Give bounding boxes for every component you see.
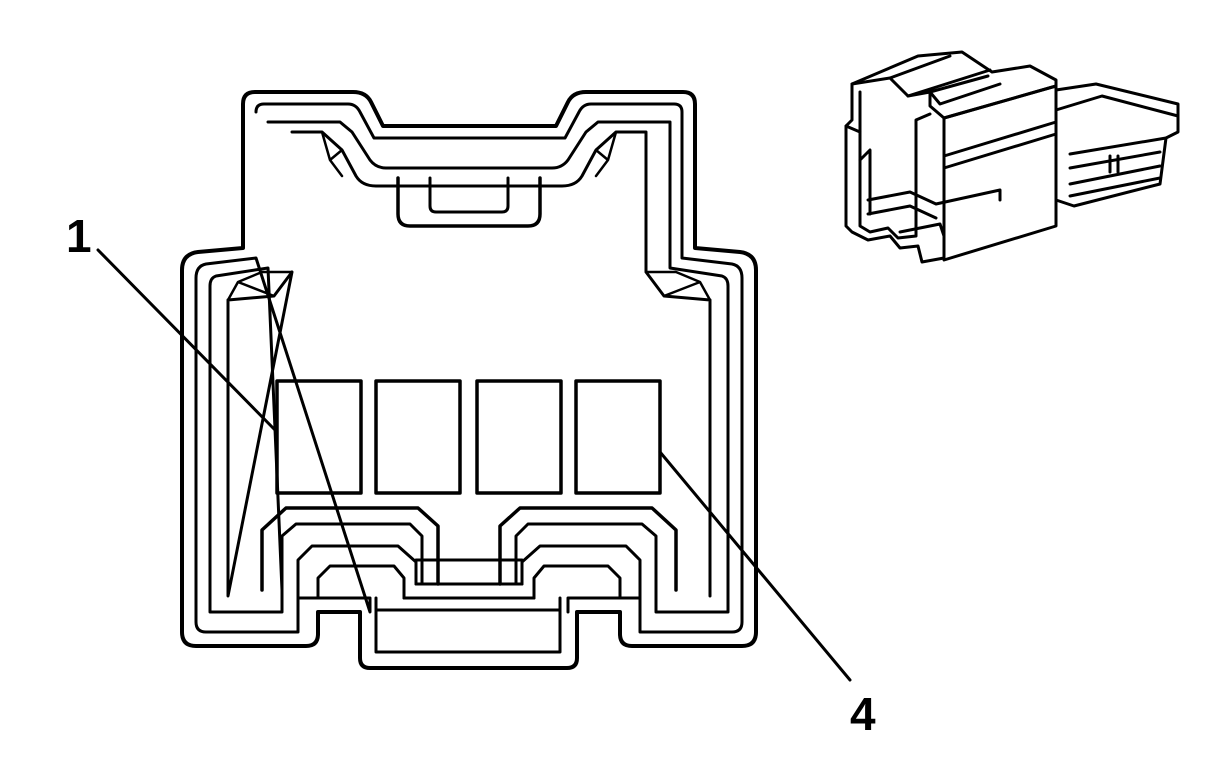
terminal-cavity-3 xyxy=(475,379,563,495)
leader-line-pin-1 xyxy=(96,248,279,434)
terminal-cavity-2 xyxy=(374,379,462,495)
upper-corner-details xyxy=(226,130,712,302)
iso-front-face xyxy=(844,76,946,264)
callout-pin-1: 1 xyxy=(66,210,279,434)
bottom-key xyxy=(374,596,562,654)
housing-outer-outline xyxy=(180,90,758,670)
bottom-right-rib-inner xyxy=(514,522,658,600)
leader-line-pin-4 xyxy=(658,450,852,682)
top-latch xyxy=(396,176,542,228)
housing-inner-outline xyxy=(194,102,744,634)
top-latch-inner xyxy=(428,176,510,214)
bottom-left-rib xyxy=(260,506,440,592)
bottom-right-rib xyxy=(498,506,678,592)
callout-label-pin-4: 4 xyxy=(850,688,876,740)
iso-rear-housing xyxy=(1054,82,1180,208)
callout-label-pin-1: 1 xyxy=(66,210,92,262)
iso-right-body xyxy=(942,84,1058,262)
callout-pin-4: 4 xyxy=(658,450,876,740)
housing-wall-line xyxy=(208,120,730,614)
terminal-cavity-1 xyxy=(275,379,363,495)
bottom-left-rib-inner xyxy=(280,522,424,600)
connector-isometric-view xyxy=(844,50,1180,264)
connector-face-view xyxy=(180,90,758,670)
terminal-cavity-4 xyxy=(574,379,662,495)
iso-bottom-rails xyxy=(866,188,1002,238)
center-bridge xyxy=(402,558,536,600)
cavity-outline xyxy=(226,130,712,598)
